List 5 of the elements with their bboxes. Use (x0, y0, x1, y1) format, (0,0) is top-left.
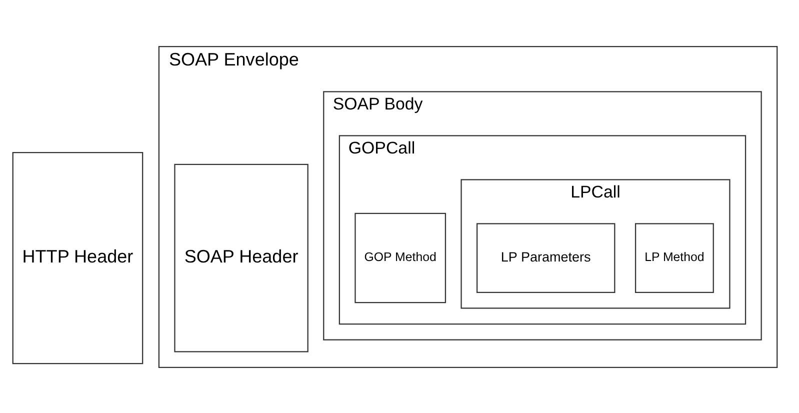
node-box: GOP Method (354, 212, 446, 303)
node-box: LP Parameters (476, 222, 616, 293)
node-box: HTTP Header (12, 152, 144, 364)
node-box: LP Method (634, 222, 714, 293)
node-box: SOAP Header (174, 163, 308, 352)
